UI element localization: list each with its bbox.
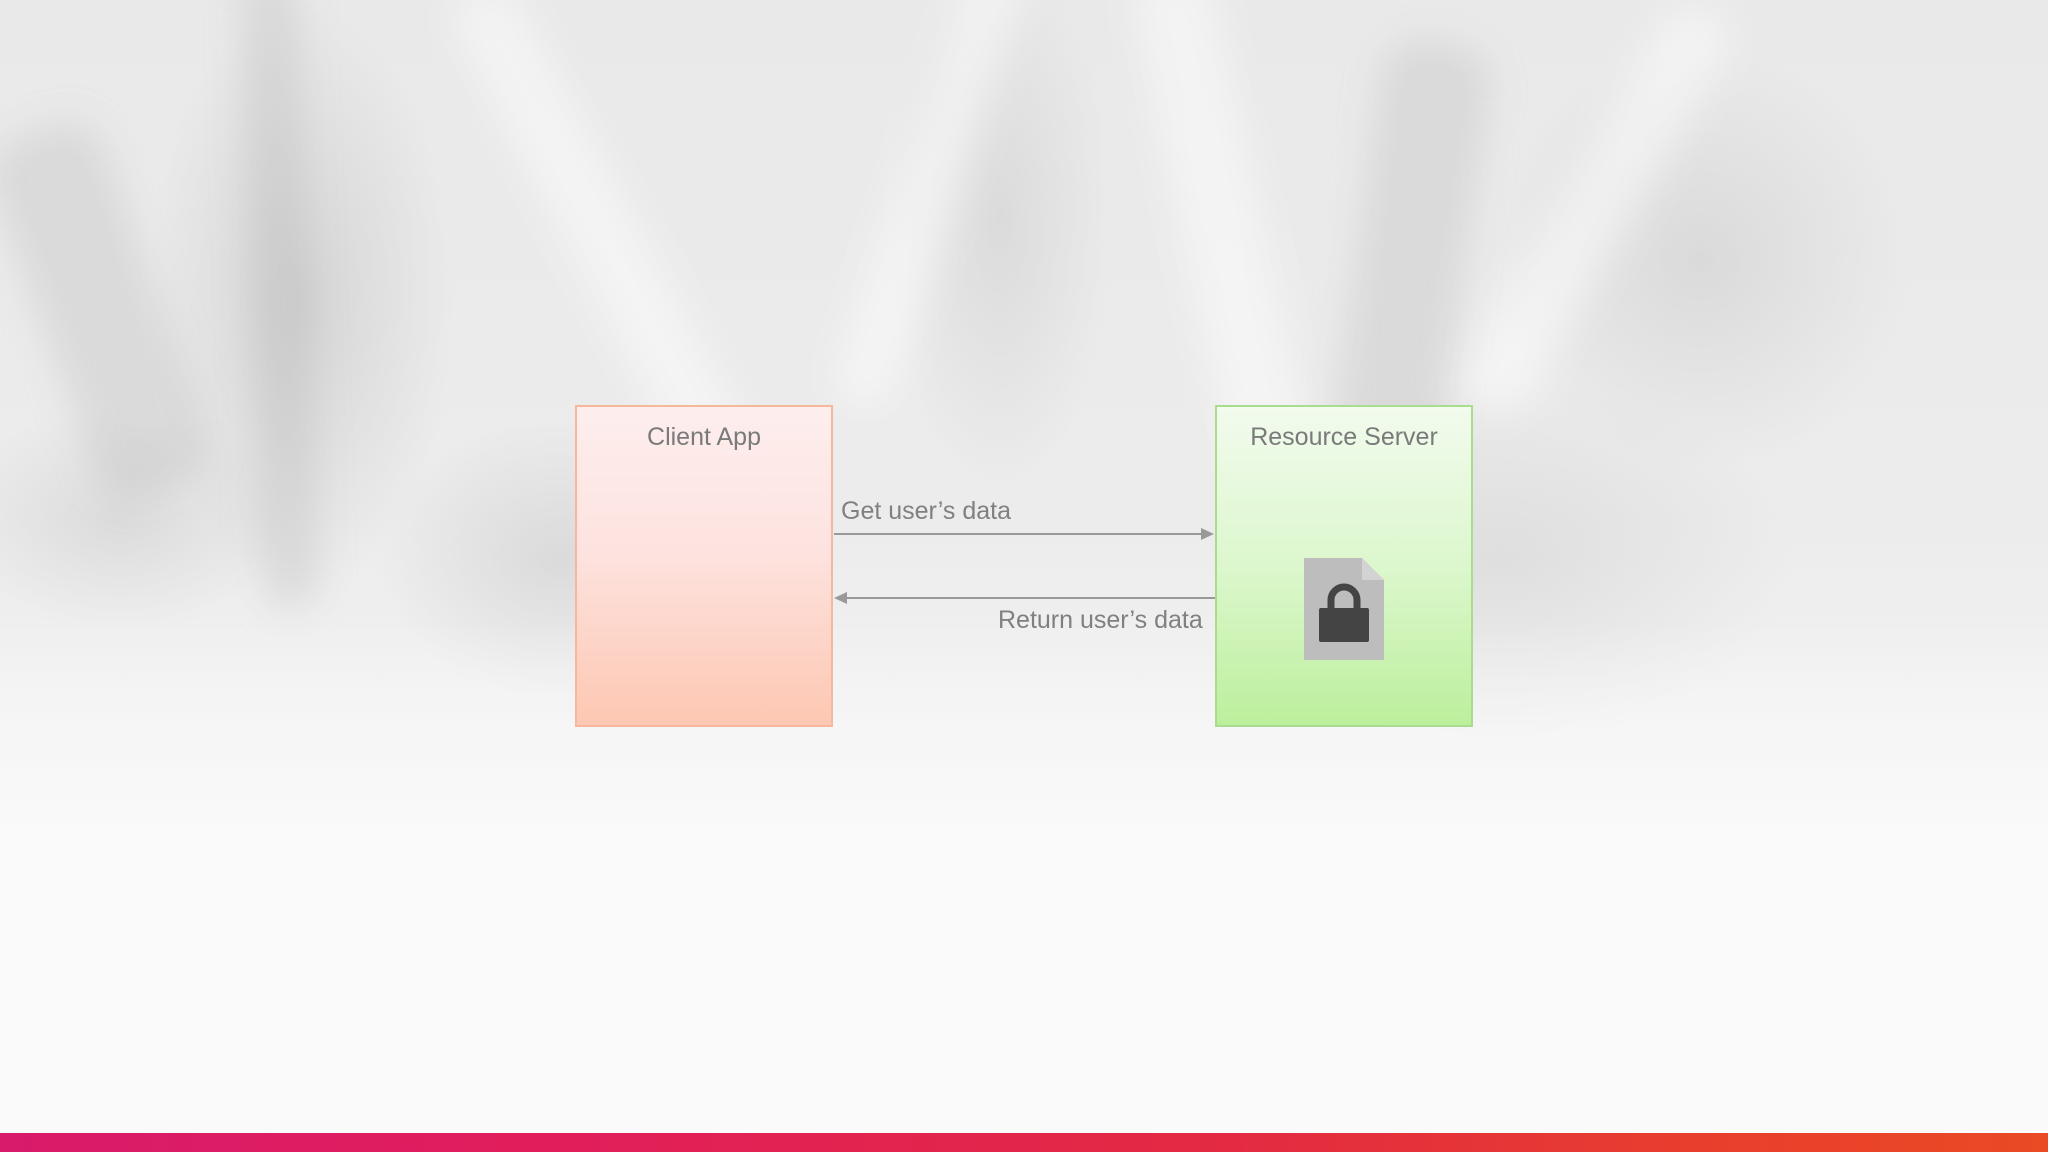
brand-bottom-bar — [0, 1133, 2048, 1152]
client-app-title: Client App — [647, 423, 761, 451]
client-app-box: Client App — [575, 405, 833, 727]
background-fade — [0, 620, 2048, 1152]
response-arrowhead — [834, 592, 847, 604]
resource-server-title: Resource Server — [1250, 423, 1438, 451]
lock-document-icon — [1304, 558, 1384, 660]
request-arrowhead — [1201, 528, 1214, 540]
request-label: Get user’s data — [841, 497, 1012, 525]
response-label: Return user’s data — [998, 606, 1203, 634]
